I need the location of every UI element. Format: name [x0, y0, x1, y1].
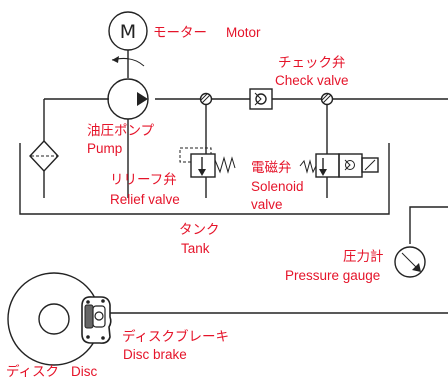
- tank-outline: [19, 143, 390, 215]
- tank-label-jp: タンク: [179, 222, 220, 238]
- disc-label-jp: ディスク: [6, 363, 59, 380]
- pump-label-jp: 油圧ポンプ: [87, 123, 155, 139]
- pressure-gauge-label-en: Pressure gauge: [285, 268, 380, 283]
- solenoid-valve-label-en-1: Solenoid: [251, 179, 304, 194]
- motor-label-jp: モーター: [153, 25, 207, 41]
- junction-node: [199, 92, 213, 106]
- solenoid-valve-label-en-2: valve: [251, 197, 283, 212]
- pressure-gauge-label-jp: 圧力計: [343, 249, 384, 265]
- disc-brake-icon: [81, 296, 112, 344]
- check-valve-icon: [249, 88, 273, 110]
- relief-valve-label-jp: リリーフ弁: [110, 172, 177, 188]
- tank-label-en: Tank: [181, 241, 210, 256]
- disc-brake-label-en: Disc brake: [123, 347, 187, 362]
- solenoid-valve-label-jp: 電磁弁: [251, 160, 292, 176]
- disc-brake-label-jp: ディスクブレーキ: [122, 328, 229, 345]
- relief-valve-label-en: Relief valve: [110, 192, 180, 207]
- solenoid-valve-icon: [299, 104, 379, 198]
- check-valve-label-en: Check valve: [275, 73, 349, 88]
- disc-label-en: Disc: [71, 364, 97, 379]
- relief-valve-icon: [179, 104, 236, 198]
- motor-label-en: Motor: [226, 25, 261, 40]
- junction-node: [320, 92, 334, 106]
- pump-icon: [107, 78, 149, 198]
- motor-icon: M: [108, 11, 148, 78]
- filter-icon: [29, 99, 59, 198]
- motor-letter: M: [120, 21, 136, 43]
- check-valve-label-jp: チェック弁: [278, 55, 346, 71]
- pressure-gauge-icon: [394, 206, 448, 278]
- pump-label-en: Pump: [87, 141, 122, 156]
